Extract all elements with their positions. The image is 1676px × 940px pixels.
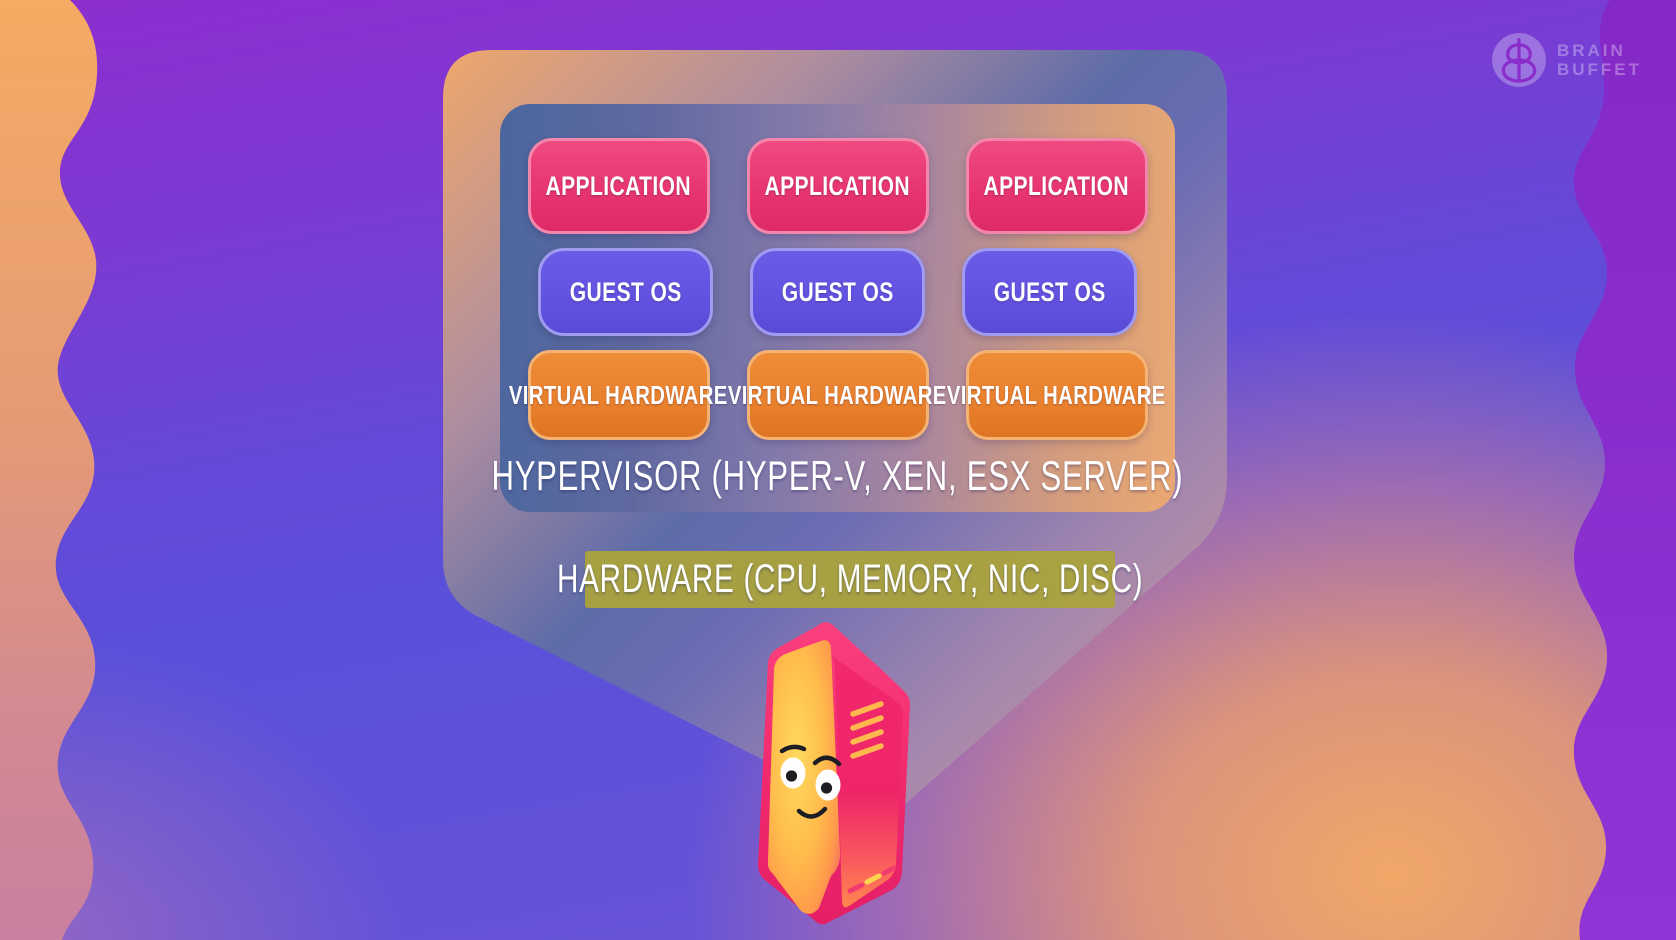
guest-os-box: GUEST OS bbox=[962, 248, 1137, 336]
guest-os-label: GUEST OS bbox=[993, 276, 1106, 307]
left-eyebrow-icon bbox=[779, 744, 807, 754]
left-pupil-icon bbox=[785, 770, 798, 782]
smile-icon bbox=[796, 806, 828, 819]
virtual-hardware-box: VIRTUAL HARDWARE bbox=[947, 350, 1166, 440]
guest-os-row: GUEST OS GUEST OS GUEST OS bbox=[538, 248, 1137, 336]
brand-name-line1: BRAIN bbox=[1556, 40, 1626, 60]
guest-os-box: GUEST OS bbox=[538, 248, 713, 336]
virtual-hardware-box: VIRTUAL HARDWARE bbox=[509, 350, 728, 440]
brain-buffet-logo-icon bbox=[1492, 33, 1546, 87]
hardware-highlight-bar: HARDWARE (CPU, MEMORY, NIC, DISC) bbox=[557, 551, 1142, 608]
server-face bbox=[779, 744, 842, 819]
virtual-hardware-row: VIRTUAL HARDWARE VIRTUAL HARDWARE VIRTUA… bbox=[509, 350, 1166, 440]
virtual-hardware-box: VIRTUAL HARDWARE bbox=[728, 350, 947, 440]
right-wave-shape bbox=[1573, 0, 1676, 940]
application-box: APPLICATION bbox=[527, 138, 710, 234]
guest-os-label: GUEST OS bbox=[569, 276, 682, 307]
application-box: APPLICATION bbox=[965, 138, 1148, 234]
hypervisor-panel: APPLICATION APPLICATION APPLICATION GUES… bbox=[492, 104, 1183, 512]
brand-logo: BRAIN BUFFET bbox=[1491, 32, 1642, 88]
hypervisor-caption: HYPERVISOR (HYPER-V, XEN, ESX SERVER) bbox=[491, 452, 1184, 499]
left-wave-shape bbox=[0, 0, 98, 940]
guest-os-label: GUEST OS bbox=[781, 276, 894, 307]
server-tower-mascot bbox=[758, 622, 910, 925]
application-label: APPLICATION bbox=[545, 170, 692, 201]
right-eyebrow-icon bbox=[812, 755, 842, 767]
hardware-caption: HARDWARE (CPU, MEMORY, NIC, DISC) bbox=[556, 557, 1144, 601]
application-box: APPLICATION bbox=[746, 138, 929, 234]
brand-name-line2: BUFFET bbox=[1556, 60, 1642, 79]
application-row: APPLICATION APPLICATION APPLICATION bbox=[527, 138, 1148, 234]
virtual-hardware-label: VIRTUAL HARDWARE bbox=[947, 379, 1166, 410]
application-label: APPLICATION bbox=[764, 170, 911, 201]
virtual-hardware-label: VIRTUAL HARDWARE bbox=[509, 379, 728, 410]
hypervisor-caption-row: HYPERVISOR (HYPER-V, XEN, ESX SERVER) bbox=[492, 440, 1183, 512]
server-side-panel bbox=[829, 654, 903, 908]
server-vents-icon bbox=[850, 701, 884, 759]
guest-os-box: GUEST OS bbox=[750, 248, 925, 336]
right-pupil-icon bbox=[820, 782, 833, 794]
application-label: APPLICATION bbox=[983, 170, 1130, 201]
virtual-hardware-label: VIRTUAL HARDWARE bbox=[728, 379, 947, 410]
brand-name: BRAIN BUFFET bbox=[1557, 41, 1642, 79]
server-led-dashes-icon bbox=[847, 865, 897, 894]
